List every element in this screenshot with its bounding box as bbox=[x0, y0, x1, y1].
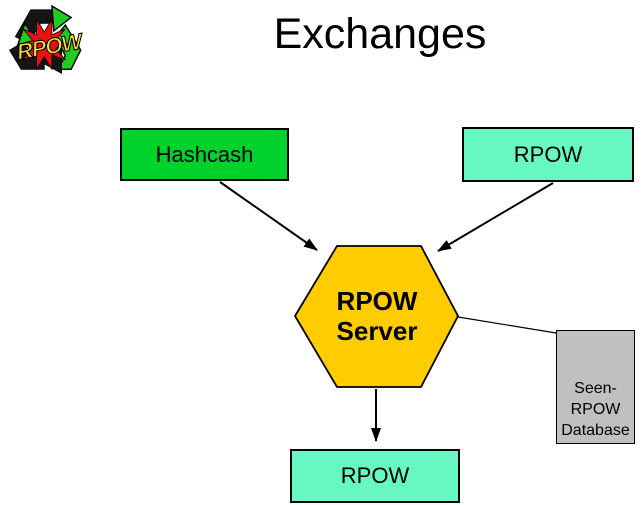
node-seen-rpow-database: Seen- RPOW Database bbox=[556, 330, 635, 444]
node-rpow-output-label: RPOW bbox=[340, 463, 410, 488]
edge-hashcash-to-server bbox=[219, 181, 318, 251]
logo-text: RPOW bbox=[15, 28, 86, 64]
rpow-server-hexagon bbox=[293, 245, 460, 388]
page-title: Exchanges bbox=[273, 10, 487, 58]
edge-server-to-database bbox=[457, 316, 557, 334]
node-rpow-output: RPOW bbox=[290, 449, 460, 503]
logo-splat bbox=[16, 18, 72, 71]
edge-rpow-top-to-server bbox=[437, 182, 554, 252]
node-rpow-input: RPOW bbox=[462, 127, 634, 182]
node-hashcash: Hashcash bbox=[120, 128, 289, 181]
node-rpow-server-label: RPOW Server bbox=[336, 286, 418, 346]
node-rpow-input-label: RPOW bbox=[513, 141, 583, 167]
node-hashcash-label: Hashcash bbox=[155, 141, 254, 167]
rpow-logo-icon: RPOW bbox=[9, 4, 87, 74]
